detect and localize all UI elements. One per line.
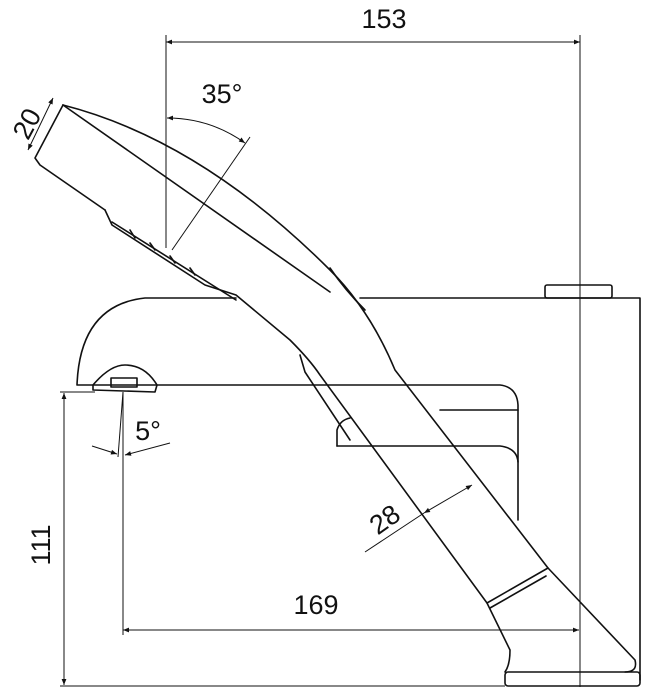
handle-knob bbox=[544, 284, 613, 299]
dimension-reach: 169 bbox=[123, 590, 579, 633]
dimension-spout-angle: 5° bbox=[91, 391, 171, 635]
dimension-label: 111 bbox=[26, 524, 56, 565]
aerator bbox=[92, 364, 158, 393]
dimension-label: 169 bbox=[293, 590, 338, 620]
dimension-height: 111 bbox=[26, 391, 505, 687]
dimension-spray-angle: 35° bbox=[166, 79, 251, 251]
dimension-label: 28 bbox=[364, 499, 406, 541]
dimension-label: 35° bbox=[202, 79, 243, 109]
dimension-handle-width: 28 bbox=[364, 484, 473, 553]
hand-shower bbox=[34, 104, 641, 687]
dimension-overall-width: 153 bbox=[165, 4, 581, 687]
faucet-body bbox=[76, 284, 641, 681]
dimension-head-width: 20 bbox=[7, 97, 54, 151]
dimension-label: 5° bbox=[135, 416, 161, 446]
base-plate bbox=[504, 671, 641, 687]
dimension-label: 153 bbox=[361, 4, 406, 34]
dimension-label: 20 bbox=[7, 103, 48, 144]
